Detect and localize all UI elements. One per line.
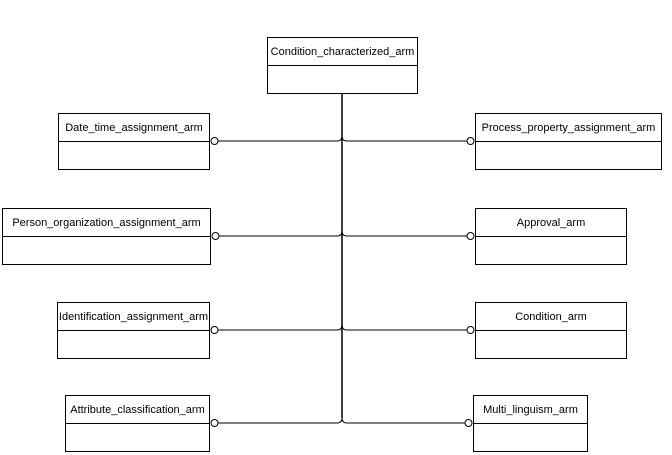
- entity-box-attribute-classification[interactable]: Attribute_classification_arm: [65, 395, 210, 452]
- entity-attribute-area: [66, 424, 209, 451]
- entity-attribute-area: [3, 237, 210, 264]
- open-circle-connector-icon: [210, 326, 219, 334]
- entity-attribute-area: [476, 237, 626, 264]
- entity-box-identification-assignment[interactable]: Identification_assignment_arm: [57, 302, 210, 359]
- entity-attribute-area: [474, 424, 587, 451]
- entity-box-person-organization-assignment[interactable]: Person_organization_assignment_arm: [2, 208, 211, 265]
- entity-label: Process_property_assignment_arm: [476, 114, 661, 142]
- entity-box-condition[interactable]: Condition_arm: [475, 302, 627, 359]
- open-circle-connector-icon: [210, 137, 219, 145]
- entity-label: Approval_arm: [476, 209, 626, 237]
- entity-label: Condition_characterized_arm: [268, 38, 417, 66]
- entity-label: Date_time_assignment_arm: [59, 114, 209, 142]
- entity-box-approval[interactable]: Approval_arm: [475, 208, 627, 265]
- connector-line-process-property: [341, 135, 471, 142]
- connector-line-attribute-classification: [214, 417, 343, 424]
- entity-box-process-property-assignment[interactable]: Process_property_assignment_arm: [475, 113, 662, 170]
- entity-attribute-area: [268, 66, 417, 93]
- open-circle-connector-icon: [466, 232, 475, 240]
- entity-attribute-area: [59, 142, 209, 169]
- entity-attribute-area: [58, 331, 209, 358]
- entity-label: Attribute_classification_arm: [66, 396, 209, 424]
- connector-line-multi-linguism: [341, 417, 469, 424]
- entity-box-date-time-assignment[interactable]: Date_time_assignment_arm: [58, 113, 210, 170]
- connector-line-person-organization: [215, 230, 343, 237]
- connector-line-identification: [214, 324, 343, 331]
- open-circle-connector-icon: [210, 419, 219, 427]
- entity-attribute-area: [476, 331, 626, 358]
- connector-line-approval: [341, 230, 471, 237]
- entity-box-multi-linguism[interactable]: Multi_linguism_arm: [473, 395, 588, 452]
- entity-attribute-area: [476, 142, 661, 169]
- entity-label: Condition_arm: [476, 303, 626, 331]
- entity-label: Person_organization_assignment_arm: [3, 209, 210, 237]
- open-circle-connector-icon: [464, 419, 473, 427]
- entity-box-condition-characterized[interactable]: Condition_characterized_arm: [267, 37, 418, 94]
- entity-label: Identification_assignment_arm: [58, 303, 209, 331]
- open-circle-connector-icon: [211, 232, 220, 240]
- open-circle-connector-icon: [466, 326, 475, 334]
- connector-line-condition: [341, 324, 471, 331]
- entity-label: Multi_linguism_arm: [474, 396, 587, 424]
- connector-line-date-time: [214, 135, 343, 142]
- open-circle-connector-icon: [466, 137, 475, 145]
